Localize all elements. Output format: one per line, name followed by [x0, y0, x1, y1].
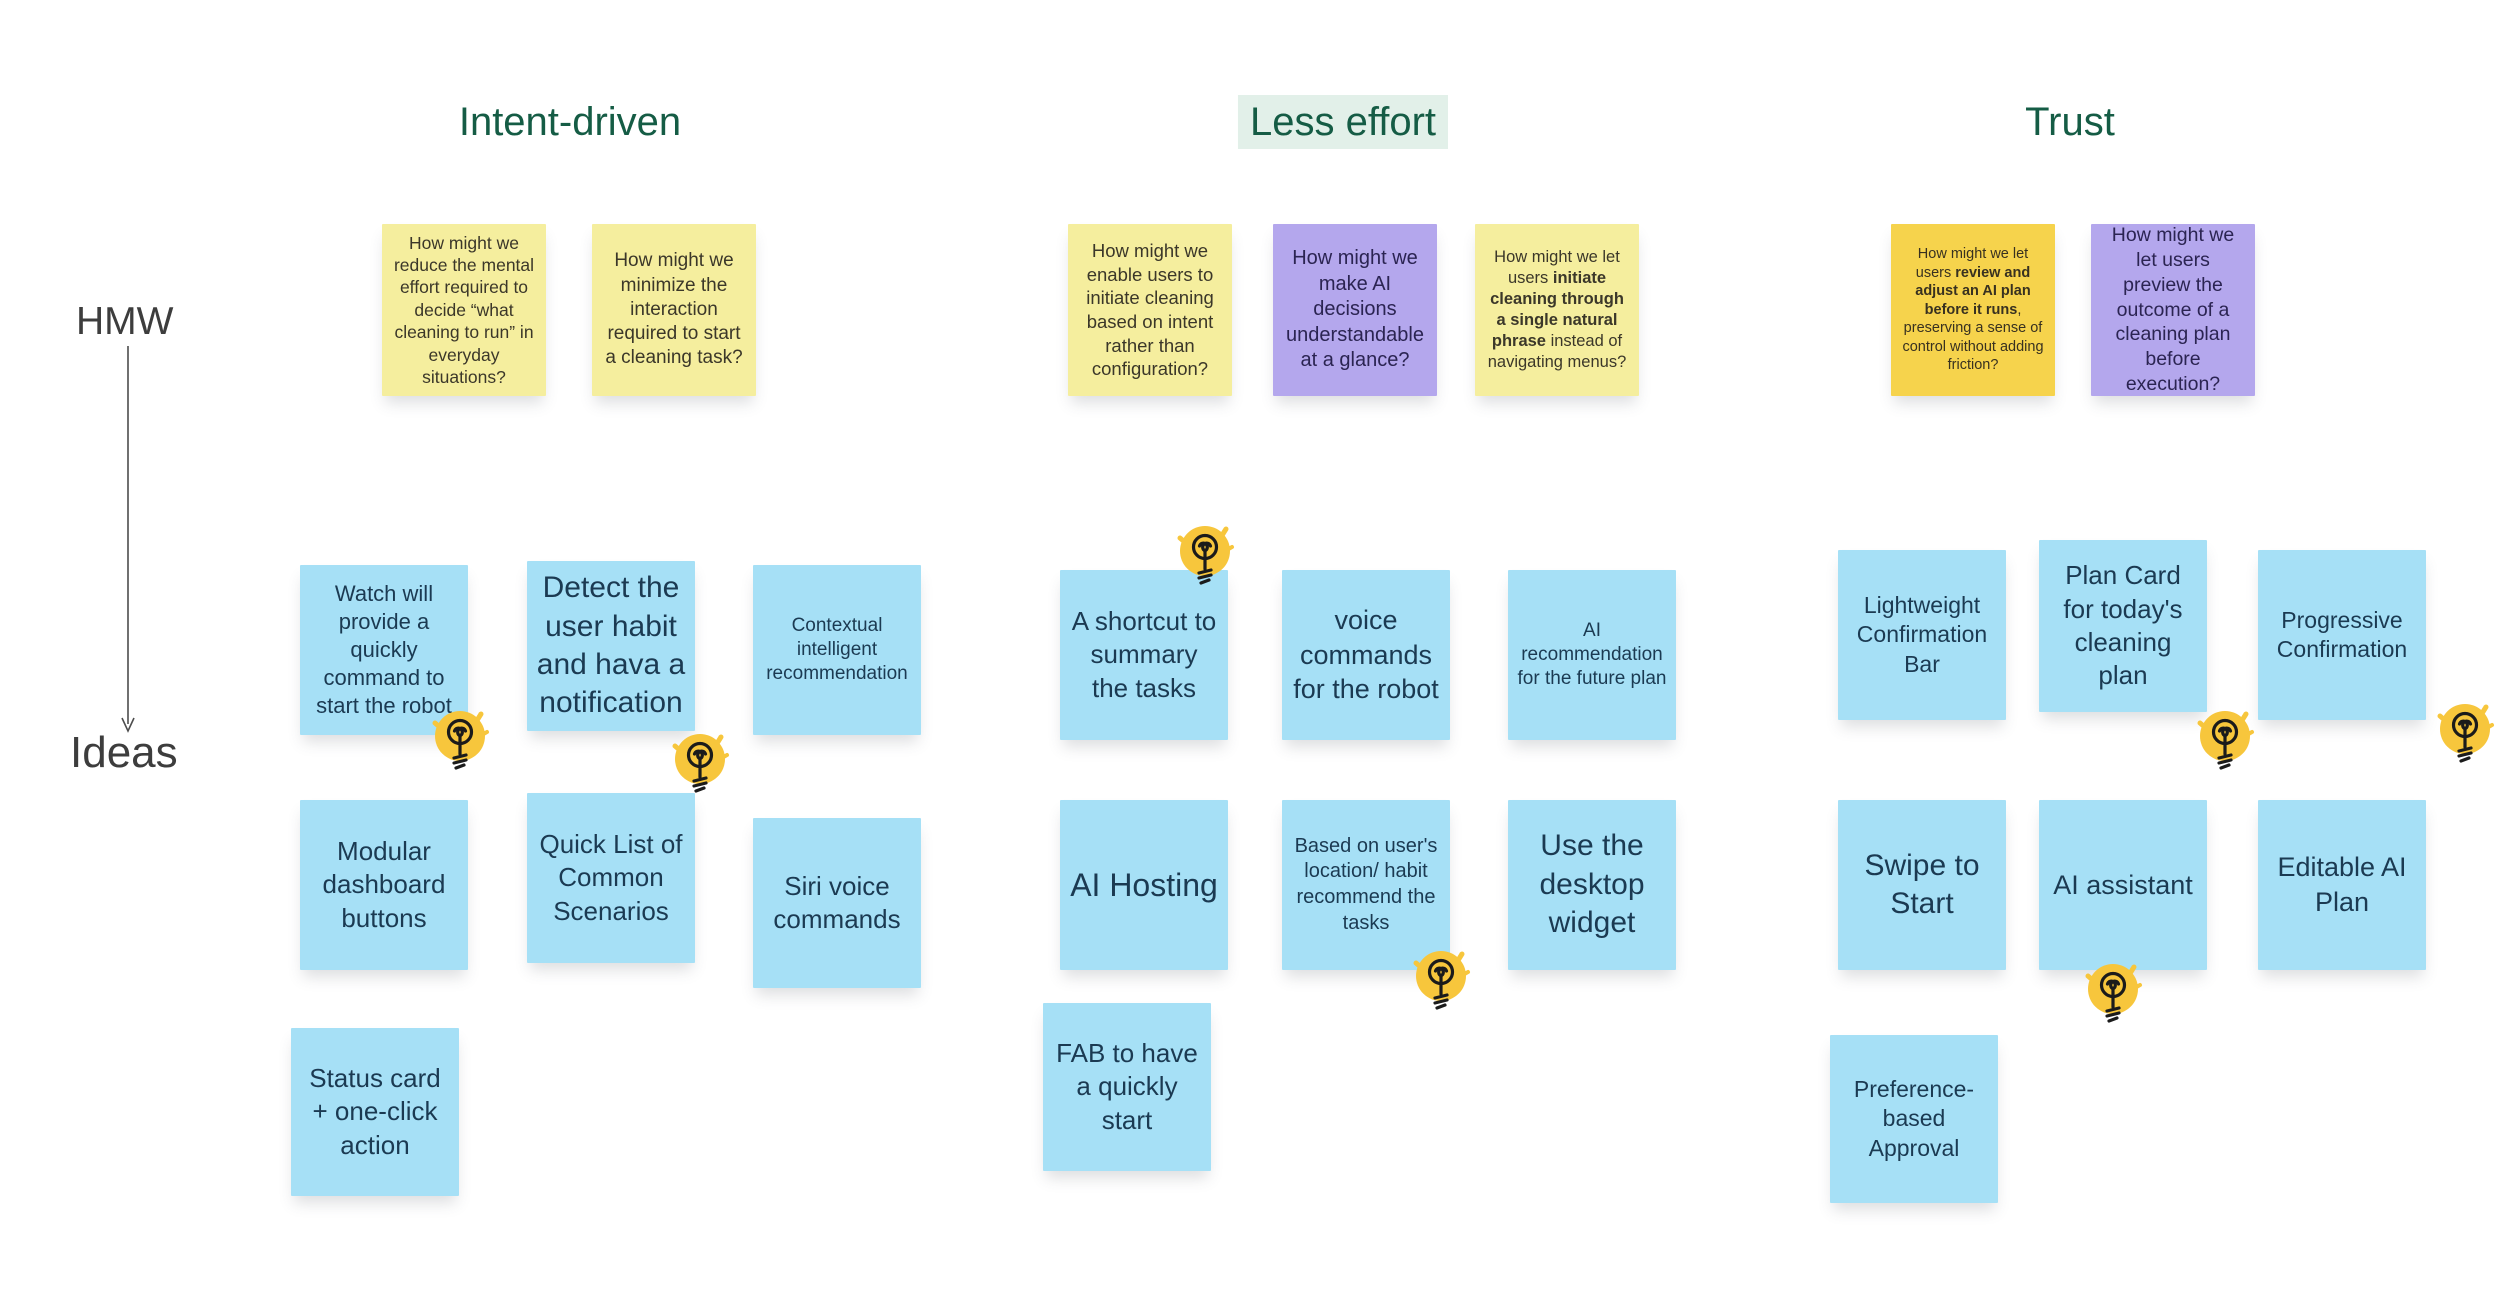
sticky-note-idea[interactable]: Watch will provide a quickly command to …: [300, 565, 468, 735]
sticky-note-idea[interactable]: Plan Card for today's cleaning plan: [2039, 540, 2207, 712]
sticky-note-text: How might we minimize the interaction re…: [605, 250, 743, 369]
sticky-note-idea[interactable]: Swipe to Start: [1838, 800, 2006, 970]
sticky-note-text: AI assistant: [2053, 869, 2193, 900]
sticky-note-idea[interactable]: Siri voice commands: [753, 818, 921, 988]
sticky-note-idea[interactable]: Progressive Confirmation: [2258, 550, 2426, 720]
sticky-note-text: Detect the user habit and hava a notific…: [536, 571, 686, 720]
sticky-note-idea[interactable]: AI recommendation for the future plan: [1508, 570, 1676, 740]
sticky-note-text: Lightweight Confirmation Bar: [1856, 591, 1988, 677]
sticky-note-text: How might we reduce the mental effort re…: [393, 232, 535, 387]
sticky-note-idea[interactable]: FAB to have a quickly start: [1043, 1003, 1211, 1171]
column-title-text: Trust: [2025, 100, 2115, 144]
sticky-note-text: How might we let users preview the outco…: [2111, 223, 2235, 396]
sticky-note-hmw[interactable]: How might we reduce the mental effort re…: [382, 224, 546, 396]
sticky-note-text: Use the desktop widget: [1539, 829, 1645, 940]
sticky-note-hmw[interactable]: How might we let users preview the outco…: [2091, 224, 2255, 396]
sticky-note-idea[interactable]: Detect the user habit and hava a notific…: [527, 561, 695, 731]
sticky-note-hmw[interactable]: How might we enable users to initiate cl…: [1068, 224, 1232, 396]
sticky-note-hmw[interactable]: How might we let users initiate cleaning…: [1475, 224, 1639, 396]
column-title-text: Intent-driven: [458, 100, 682, 144]
sticky-note-hmw[interactable]: How might we make AI decisions understan…: [1273, 224, 1437, 396]
lightbulb-icon[interactable]: [1174, 518, 1236, 594]
sticky-note-idea[interactable]: Use the desktop widget: [1508, 800, 1676, 970]
sticky-note-idea[interactable]: Preference-based Approval: [1830, 1035, 1998, 1203]
lightbulb-icon[interactable]: [429, 703, 491, 779]
sticky-note-text: voice commands for the robot: [1293, 605, 1439, 705]
sticky-note-idea[interactable]: Based on user's location/ habit recommen…: [1282, 800, 1450, 970]
sticky-note-idea[interactable]: Quick List of Common Scenarios: [527, 793, 695, 963]
sticky-note-idea[interactable]: Status card + one-click action: [291, 1028, 459, 1196]
lightbulb-icon[interactable]: [1410, 943, 1472, 1019]
lightbulb-icon[interactable]: [2194, 703, 2256, 779]
column-title-text-highlighted: Less effort: [1237, 95, 1449, 149]
sticky-note-text: AI recommendation for the future plan: [1517, 619, 1667, 690]
sticky-note-text: A shortcut to summary the tasks: [1071, 606, 1217, 703]
sticky-note-text: Quick List of Common Scenarios: [539, 829, 683, 926]
column-title-trust[interactable]: Trust: [2025, 100, 2115, 145]
lightbulb-icon[interactable]: [2082, 956, 2144, 1032]
lightbulb-icon[interactable]: [669, 726, 731, 802]
sticky-note-idea[interactable]: AI Hosting: [1060, 800, 1228, 970]
sticky-note-text: AI Hosting: [1070, 866, 1218, 903]
sticky-note-text: Based on user's location/ habit recommen…: [1294, 834, 1438, 934]
sticky-note-text: Contextual intelligent recommendation: [766, 614, 908, 685]
row-label-hmw[interactable]: HMW: [76, 300, 174, 343]
sticky-note-text: Plan Card for today's cleaning plan: [2063, 560, 2183, 691]
sticky-note-idea[interactable]: Contextual intelligent recommendation: [753, 565, 921, 735]
sticky-note-text: How might we make AI decisions understan…: [1286, 247, 1424, 372]
sticky-note-text: Watch will provide a quickly command to …: [316, 580, 452, 719]
sticky-note-idea[interactable]: Editable AI Plan: [2258, 800, 2426, 970]
column-title-intent-driven[interactable]: Intent-driven: [459, 100, 681, 145]
sticky-note-text: Progressive Confirmation: [2276, 606, 2408, 662]
sticky-note-idea[interactable]: A shortcut to summary the tasks: [1060, 570, 1228, 740]
sticky-note-hmw[interactable]: How might we minimize the interaction re…: [592, 224, 756, 396]
sticky-note-idea[interactable]: voice commands for the robot: [1282, 570, 1450, 740]
sticky-note-text: Preference-based Approval: [1853, 1075, 1975, 1161]
sticky-note-text: Modular dashboard buttons: [322, 836, 446, 933]
sticky-note-text: How might we enable users to initiate cl…: [1086, 239, 1214, 380]
sticky-note-text: FAB to have a quickly start: [1056, 1038, 1198, 1135]
sticky-note-idea[interactable]: Lightweight Confirmation Bar: [1838, 550, 2006, 720]
sticky-note-idea[interactable]: Modular dashboard buttons: [300, 800, 468, 970]
sticky-note-text: Swipe to Start: [1864, 848, 1980, 920]
sticky-note-text: Siri voice commands: [773, 870, 901, 934]
hmw-to-ideas-arrow[interactable]: [119, 344, 137, 736]
lightbulb-icon[interactable]: [2434, 696, 2496, 772]
sticky-note-text: How might we let users initiate cleaning…: [1487, 247, 1627, 372]
row-label-ideas[interactable]: Ideas: [70, 728, 178, 777]
sticky-note-text: How might we let users review and adjust…: [1902, 246, 2044, 374]
column-title-less-effort[interactable]: Less effort: [1237, 95, 1449, 149]
sticky-note-text: Editable AI Plan: [2277, 852, 2407, 917]
sticky-note-idea[interactable]: AI assistant: [2039, 800, 2207, 970]
sticky-note-hmw[interactable]: How might we let users review and adjust…: [1891, 224, 2055, 396]
sticky-note-text: Status card + one-click action: [309, 1063, 441, 1160]
